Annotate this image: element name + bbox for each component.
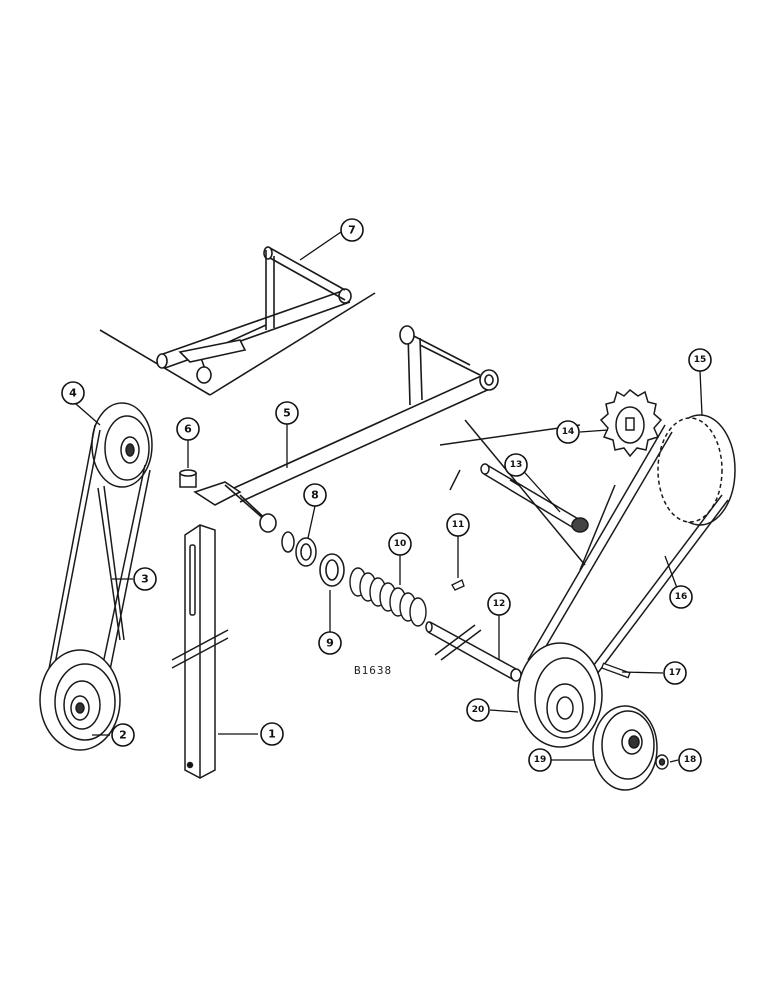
callout-18: 18 [678,748,702,772]
part-9-washer [319,553,345,587]
callout-label: 15 [694,355,707,365]
callout-label: 11 [452,520,465,530]
part-10-spring [349,567,427,627]
callout-label: 6 [184,423,192,436]
part-19-pulley [592,705,658,791]
callout-label: 14 [562,427,575,437]
part-7-frame [99,246,376,396]
part-6-bushing [179,469,197,488]
callout-label: 3 [141,573,149,586]
callout-11: 11 [446,513,470,537]
callout-6: 6 [176,417,200,441]
callout-13: 13 [504,453,528,477]
callout-label: 17 [669,668,682,678]
callout-2: 2 [111,723,135,747]
callout-label: 12 [493,599,506,609]
callout-label: 20 [472,705,485,715]
part-1-bracket [171,524,229,779]
callout-10: 10 [388,532,412,556]
callout-19: 19 [528,748,552,772]
callout-12: 12 [487,592,511,616]
callout-label: 4 [69,387,77,400]
callout-14: 14 [556,420,580,444]
part-14-sprocket [599,389,663,458]
callout-9: 9 [318,631,342,655]
callout-label: 10 [394,539,407,549]
callout-label: 18 [684,755,697,765]
callout-label: 2 [119,729,127,742]
part-18-washer [655,754,669,770]
part-16-belt [527,424,729,691]
callout-label: 16 [675,592,688,602]
callout-5: 5 [275,401,299,425]
part-13-shaft [439,419,616,571]
part-15-upper-pulley [657,414,736,526]
callout-label: 19 [534,755,547,765]
part-5-shaft-frame [193,325,499,533]
callout-label: 8 [311,489,319,502]
callout-7: 7 [340,218,364,242]
callout-1: 1 [260,722,284,746]
callout-15: 15 [688,348,712,372]
part-3-belt [44,424,151,691]
part-12-shaft [425,621,522,682]
callout-8: 8 [303,483,327,507]
part-2-lower-pulley [39,649,121,751]
callout-label: 13 [510,460,523,470]
callout-17: 17 [663,661,687,685]
callout-leaders [75,231,703,763]
callout-label: 5 [283,407,291,420]
part-17-key [600,662,631,679]
part-20-lower-pulley [517,642,603,748]
drawing-code: B1638 [354,664,392,677]
part-11-key [451,579,465,591]
part-8-collar [281,531,317,567]
callout-label: 7 [348,224,356,237]
callout-16: 16 [669,585,693,609]
callout-20: 20 [466,698,490,722]
callout-3: 3 [133,567,157,591]
callout-label: 1 [268,728,276,741]
part-4-upper-pulley [91,402,153,488]
callout-4: 4 [61,381,85,405]
callout-label: 9 [326,637,334,650]
